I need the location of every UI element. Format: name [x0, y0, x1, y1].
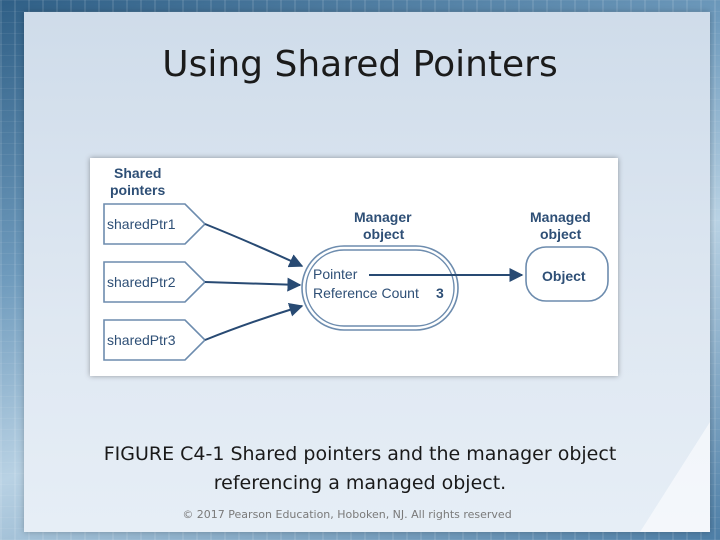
manager-refcount-value: 3: [436, 285, 444, 301]
managed-object-label-2: object: [540, 226, 582, 242]
manager-refcount-label: Reference Count: [313, 285, 419, 301]
manager-object-box-inner: [305, 249, 455, 327]
shared-pointers-label-1: Shared: [114, 165, 161, 181]
managed-object-label-1: Managed: [530, 209, 591, 225]
diagram-canvas: Shared pointers sharedPtr1 sharedPtr2 sh…: [103, 165, 609, 361]
shared-ptr-3-box: [103, 319, 207, 361]
figure-caption-line-1: FIGURE C4-1 Shared pointers and the mana…: [103, 443, 617, 465]
arrow-ptr2-to-manager: [204, 277, 302, 292]
shared-ptr-1-label: sharedPtr1: [107, 216, 176, 232]
shared-pointers-label-2: pointers: [110, 182, 165, 198]
copyright-notice: © 2017 Pearson Education, Hoboken, NJ. A…: [182, 508, 512, 521]
manager-pointer-label: Pointer: [313, 266, 358, 282]
arrow-ptr1-to-manager: [204, 223, 304, 268]
shared-ptr-2-label: sharedPtr2: [107, 274, 176, 290]
managed-object-text: Object: [542, 268, 586, 284]
manager-object-label-1: Manager: [354, 209, 412, 225]
figure-caption: FIGURE C4-1 Shared pointers and the mana…: [60, 440, 660, 498]
shared-ptr-1-box: [103, 203, 207, 245]
manager-object-label-2: object: [363, 226, 405, 242]
page-curl-decoration: [640, 422, 710, 532]
arrow-ptr3-to-manager: [204, 303, 304, 341]
shared-ptr-3-label: sharedPtr3: [107, 332, 176, 348]
shared-ptr-2-box: [103, 261, 207, 303]
managed-object-box: [525, 246, 609, 302]
figure-caption-line-2: referencing a managed object.: [213, 472, 507, 494]
shared-pointer-diagram: Shared pointers sharedPtr1 sharedPtr2 sh…: [90, 158, 618, 376]
slide-title: Using Shared Pointers: [162, 44, 558, 85]
